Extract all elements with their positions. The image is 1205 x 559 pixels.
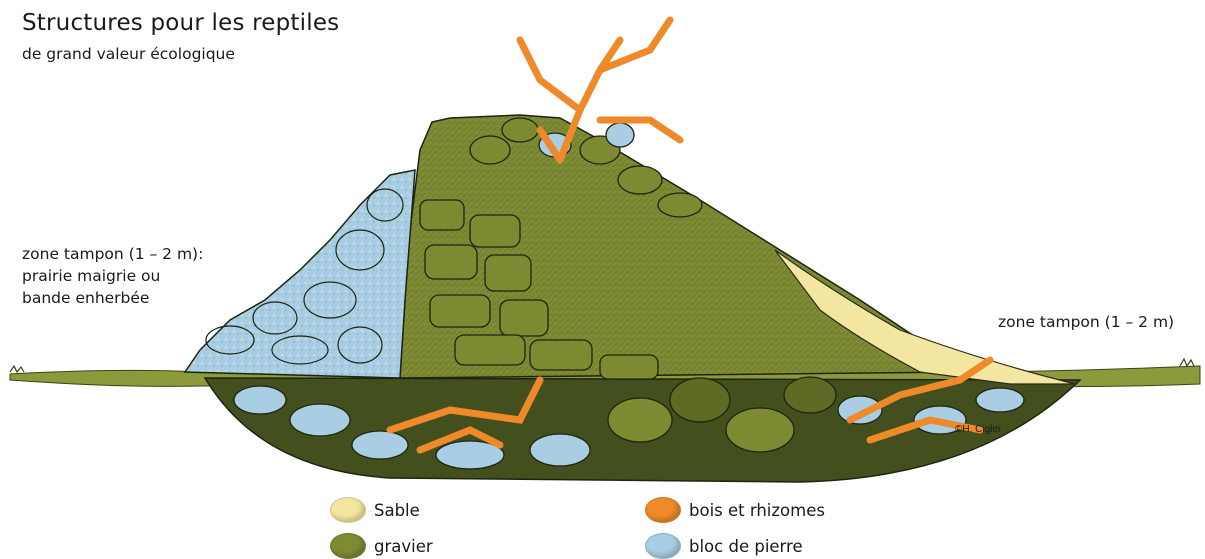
legend-swatch-stone <box>645 533 681 559</box>
legend-swatch-gravel <box>330 533 366 559</box>
legend-item-sand: Sable <box>330 497 420 523</box>
legend-swatch-wood <box>645 497 681 523</box>
diagram-title: Structures pour les reptiles <box>22 10 339 36</box>
legend-label-stone: bloc de pierre <box>689 537 803 556</box>
legend-item-gravel: gravier <box>330 533 433 559</box>
image-credit: ©H. Cigler <box>955 424 1001 435</box>
legend-label-wood: bois et rhizomes <box>689 501 825 520</box>
right-buffer-zone-label: zone tampon (1 – 2 m) <box>998 313 1174 331</box>
legend-label-sand: Sable <box>374 501 420 520</box>
legend-item-stone: bloc de pierre <box>645 533 803 559</box>
stone-blocks-left <box>185 170 415 378</box>
legend-swatch-sand <box>330 497 366 523</box>
legend-label-gravel: gravier <box>374 537 433 556</box>
legend-item-wood: bois et rhizomes <box>645 497 825 523</box>
left-buffer-zone-label: zone tampon (1 – 2 m): prairie maigrie o… <box>22 243 203 309</box>
left-label-line-1: zone tampon (1 – 2 m): <box>22 243 203 265</box>
left-label-line-3: bande enherbée <box>22 287 203 309</box>
left-label-line-2: prairie maigrie ou <box>22 265 203 287</box>
diagram-subtitle: de grand valeur écologique <box>22 45 235 63</box>
